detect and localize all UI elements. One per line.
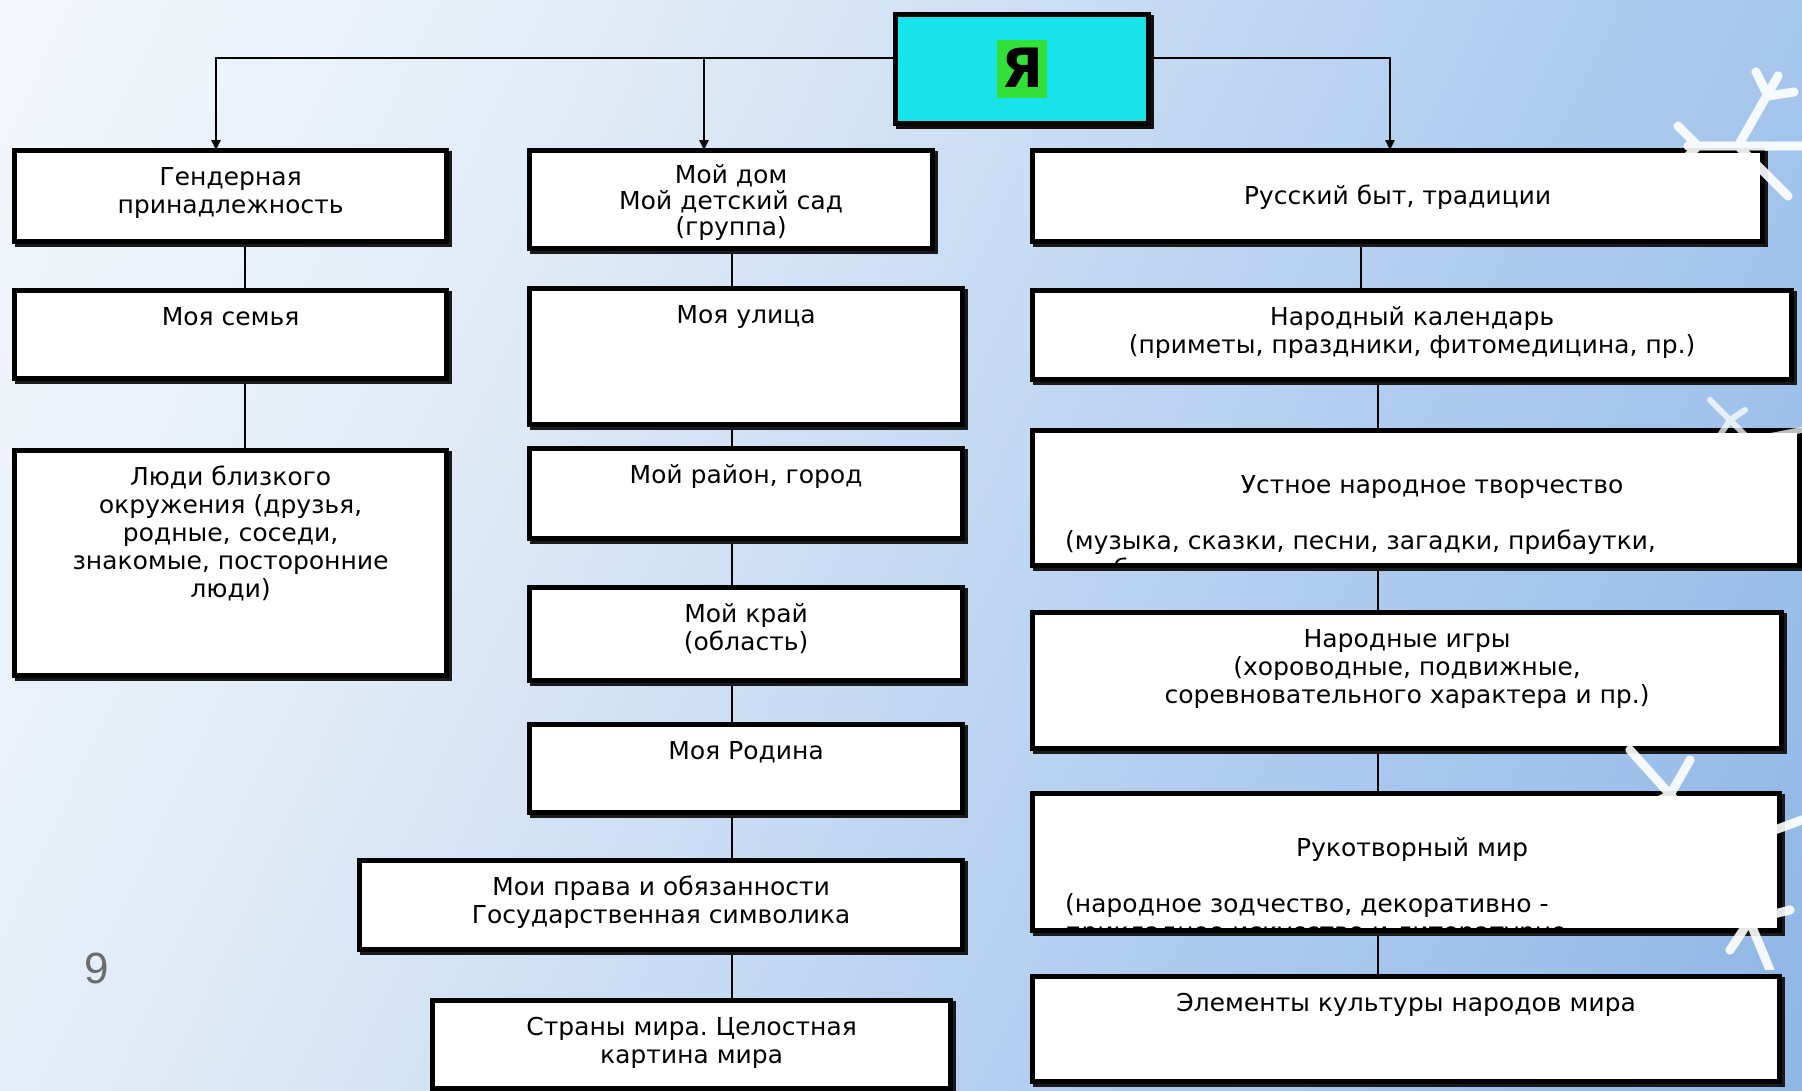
page-number: 9: [84, 944, 109, 993]
connector-root-left: [211, 57, 893, 150]
node-handmade: Рукотворный мир (народное зодчество, дек…: [1030, 791, 1782, 933]
node-handmade-title: Рукотворный мир: [1296, 833, 1528, 862]
snowflake-icon: [1707, 397, 1802, 480]
node-gender: Гендерная принадлежность: [12, 148, 449, 244]
node-traditions: Русский быт, традиции: [1030, 148, 1765, 244]
node-region: Мой край (область): [527, 585, 965, 683]
connector-root-right: [1148, 57, 1395, 150]
node-calendar: Народный календарь (приметы, праздники, …: [1030, 288, 1794, 382]
root-node: Я: [893, 12, 1151, 126]
node-folklore-title: Устное народное творчество: [1240, 470, 1624, 499]
node-world-cultures: Элементы культуры народов мира: [1030, 974, 1782, 1084]
node-family: Моя семья: [12, 288, 449, 381]
node-world: Страны мира. Целостная картина мира: [430, 998, 953, 1091]
node-street: Моя улица: [527, 286, 965, 427]
snowflake-icon: [1673, 67, 1802, 201]
node-folklore: Устное народное творчество (музыка, сказ…: [1030, 428, 1802, 568]
node-folklore-detail: (музыка, сказки, песни, загадки, прибаут…: [1065, 526, 1656, 564]
node-motherland: Моя Родина: [527, 722, 965, 815]
node-district: Мой район, город: [527, 446, 965, 541]
root-label: Я: [997, 40, 1047, 98]
node-close-people: Люди близкого окружения (друзья, родные,…: [12, 448, 449, 678]
node-games: Народные игры (хороводные, подвижные, со…: [1030, 610, 1784, 751]
node-rights: Мои права и обязанности Государственная …: [357, 858, 965, 952]
snowflake-icon: [1625, 745, 1802, 970]
node-home: Мой дом Мой детский сад (группа): [527, 148, 935, 251]
node-handmade-detail: (народное зодчество, декоративно - прикл…: [1065, 889, 1576, 933]
